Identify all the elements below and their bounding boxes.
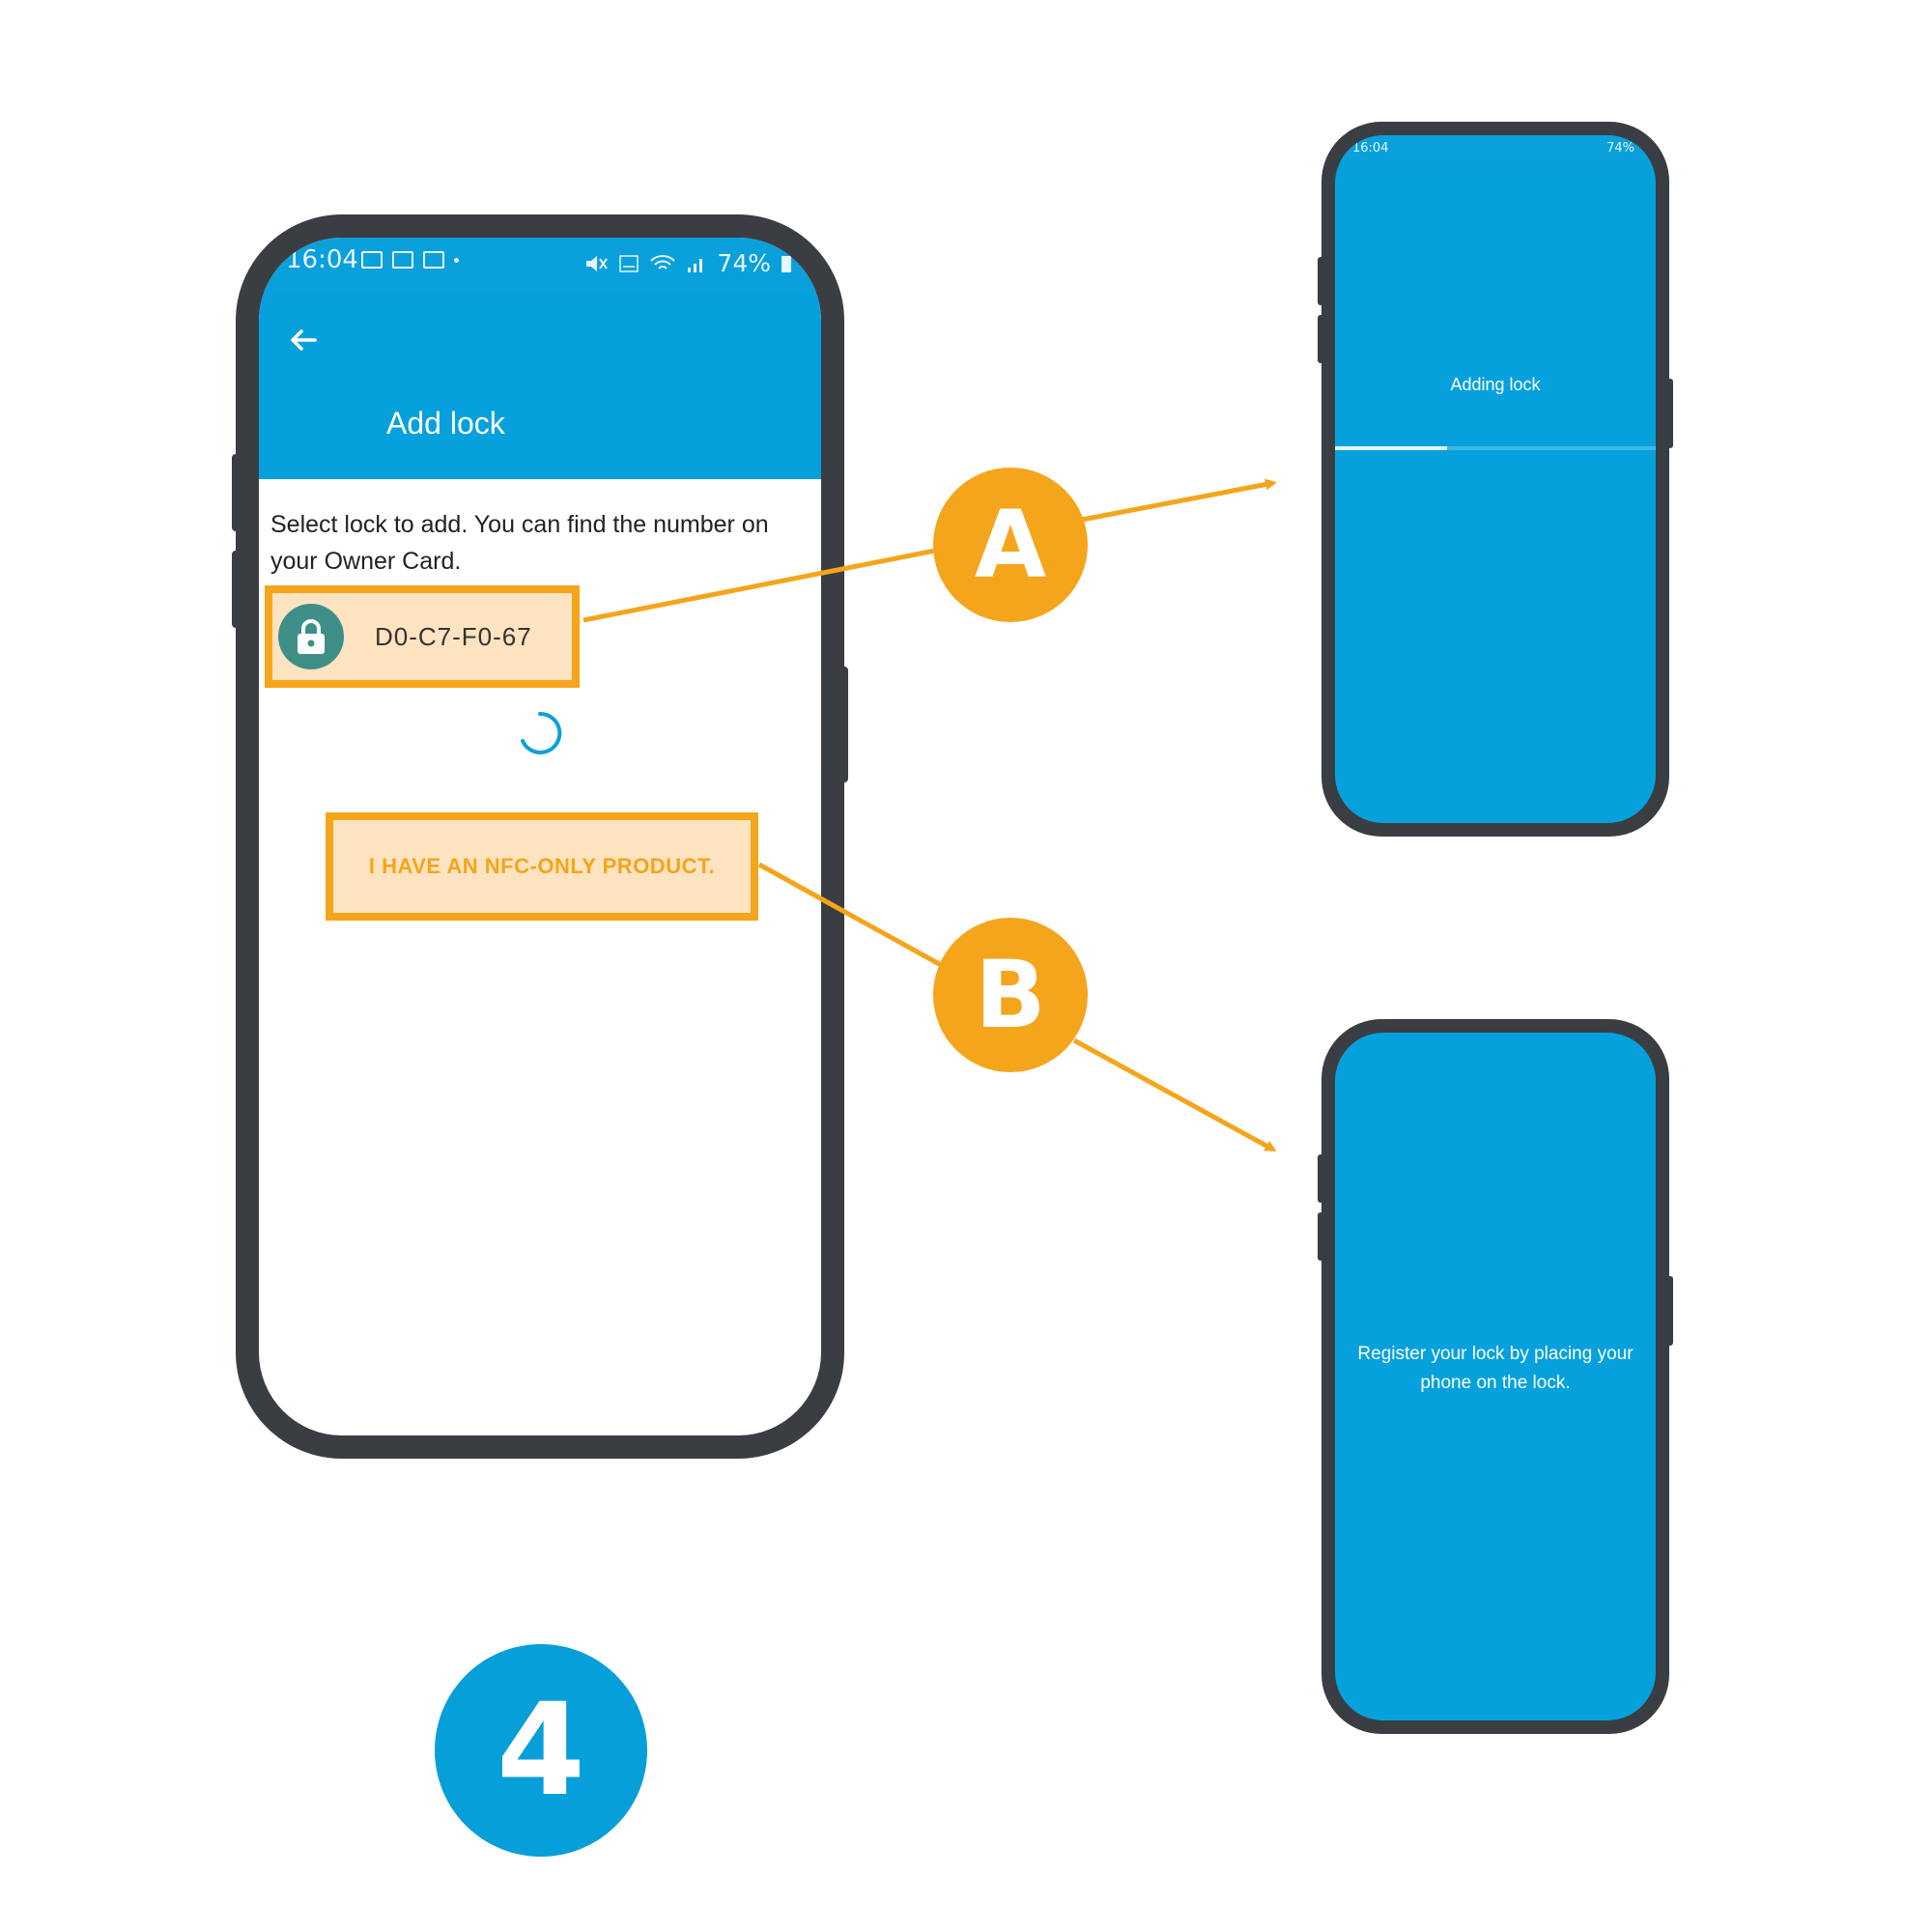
volume-down-button <box>232 551 240 628</box>
gallery-icon <box>361 251 383 269</box>
notification-dot-icon <box>454 257 459 263</box>
volume-up-button <box>232 454 240 531</box>
lock-icon <box>298 619 325 654</box>
callout-a: A <box>933 468 1088 622</box>
loading-spinner-icon <box>521 711 562 754</box>
back-arrow-icon[interactable] <box>284 321 323 359</box>
volume-down-button <box>1318 315 1323 363</box>
nfc-register-phone: Register your lock by placing your phone… <box>1321 1019 1669 1734</box>
connector-arrow-b <box>1072 1037 1277 1152</box>
message-icon <box>423 251 444 269</box>
power-button <box>1667 379 1673 448</box>
power-button <box>1667 1276 1673 1346</box>
lock-list-item[interactable]: D0-C7-F0-67 <box>265 585 580 688</box>
nfc-only-product-button[interactable]: I HAVE AN NFC-ONLY PRODUCT. <box>326 812 758 921</box>
battery-icon <box>781 255 791 272</box>
signal-icon <box>688 258 703 272</box>
status-time: 16:04 <box>286 245 358 274</box>
progress-bar <box>1335 446 1656 450</box>
status-bar: 16:04 74% <box>1335 135 1656 162</box>
main-phone: 16:04 74% Add lock Select lock to <box>236 214 844 1459</box>
battery-percent: 74% <box>717 249 771 277</box>
callout-b: B <box>933 918 1088 1072</box>
nfc-register-screen: Register your lock by placing your phone… <box>1335 1033 1656 1720</box>
volume-up-button <box>1318 257 1323 305</box>
connector-arrow-a <box>1081 478 1277 523</box>
status-bar: 16:04 74% <box>259 238 821 292</box>
mute-icon <box>586 255 609 271</box>
adding-lock-phone: 16:04 74% Adding lock <box>1321 122 1669 837</box>
app-bar: Add lock <box>259 292 821 479</box>
volte-icon <box>619 254 639 272</box>
step-number-badge: 4 <box>435 1644 647 1857</box>
status-time: 16:04 <box>1352 141 1389 156</box>
main-phone-screen: 16:04 74% Add lock Select lock to <box>259 238 821 1435</box>
progress-bar-fill <box>1335 446 1448 450</box>
wifi-icon <box>650 254 676 270</box>
adding-lock-message: Adding lock <box>1450 375 1541 394</box>
lock-id: D0-C7-F0-67 <box>375 621 532 651</box>
adding-lock-screen: 16:04 74% Adding lock <box>1335 135 1656 823</box>
mail-icon <box>392 251 413 269</box>
instructions-text: Select lock to add. You can find the num… <box>270 511 769 575</box>
volume-up-button <box>1318 1154 1323 1203</box>
lock-avatar <box>278 604 344 669</box>
battery-percent: 74% <box>1606 141 1634 156</box>
power-button <box>840 667 848 782</box>
volume-down-button <box>1318 1212 1323 1261</box>
register-lock-message: Register your lock by placing your phone… <box>1357 1344 1634 1393</box>
page-title: Add lock <box>386 406 505 440</box>
